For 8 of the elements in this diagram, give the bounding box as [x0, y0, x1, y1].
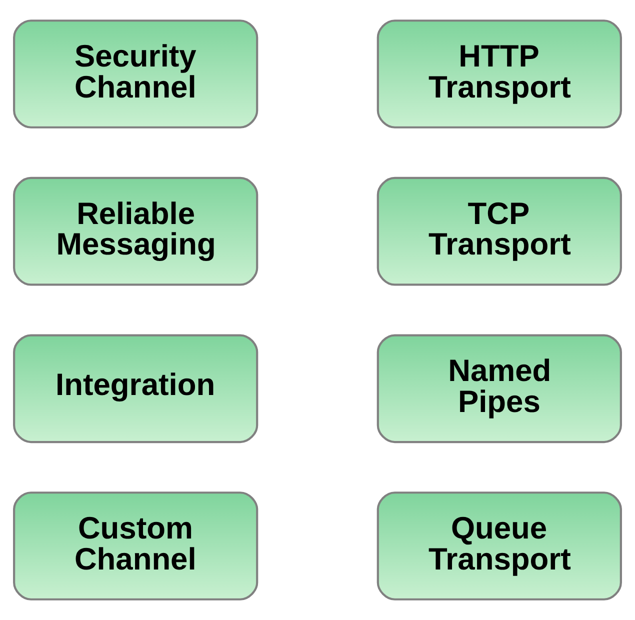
- node-box: Reliable Messaging: [13, 176, 258, 286]
- node-box: Queue Transport: [376, 492, 622, 600]
- node-box: Named Pipes: [376, 334, 622, 444]
- node-box: TCP Transport: [376, 176, 622, 286]
- node-box: HTTP Transport: [376, 20, 622, 128]
- node-box: Security Channel: [13, 20, 258, 128]
- node-box: Custom Channel: [13, 492, 258, 600]
- node-box: Integration: [13, 334, 258, 444]
